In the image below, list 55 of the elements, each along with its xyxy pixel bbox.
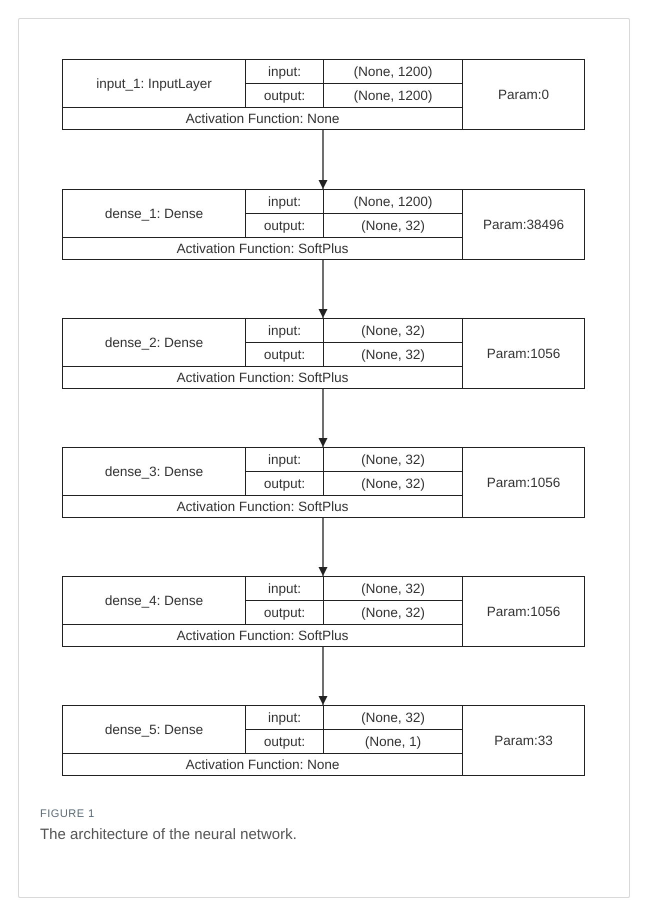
layer-name: input_1: InputLayer bbox=[63, 60, 246, 108]
layer-name: dense_4: Dense bbox=[63, 577, 246, 625]
arrow bbox=[318, 389, 328, 447]
field-label: input: bbox=[246, 60, 324, 84]
shape-value: (None, 32) bbox=[324, 343, 463, 367]
layer-box bbox=[62, 576, 585, 647]
field-label: input: bbox=[246, 319, 324, 343]
layer-box bbox=[62, 59, 585, 130]
layer-name: dense_5: Dense bbox=[63, 706, 246, 754]
arrow bbox=[318, 518, 328, 576]
activation-text: Activation Function: None bbox=[63, 754, 463, 775]
param-count: Param:1056 bbox=[486, 474, 562, 492]
param-count: Param:33 bbox=[493, 732, 554, 750]
shape-value: (None, 32) bbox=[324, 601, 463, 625]
param-count: Param:1056 bbox=[486, 345, 562, 363]
arrow bbox=[318, 647, 328, 705]
shape-value: (None, 1200) bbox=[324, 84, 463, 108]
field-label: output: bbox=[246, 84, 324, 108]
param-count: Param:1056 bbox=[486, 603, 562, 621]
arrow bbox=[318, 260, 328, 318]
shape-value: (None, 32) bbox=[324, 448, 463, 472]
field-label: output: bbox=[246, 730, 324, 754]
field-label: input: bbox=[246, 190, 324, 214]
layer-box bbox=[62, 705, 585, 776]
activation-text: Activation Function: SoftPlus bbox=[63, 238, 463, 259]
arrow bbox=[318, 130, 328, 189]
shape-value: (None, 1200) bbox=[324, 190, 463, 214]
field-label: output: bbox=[246, 472, 324, 496]
activation-text: Activation Function: SoftPlus bbox=[63, 367, 463, 388]
layer-name: dense_2: Dense bbox=[63, 319, 246, 367]
param-count: Param:0 bbox=[496, 86, 550, 104]
activation-text: Activation Function: SoftPlus bbox=[63, 496, 463, 517]
field-label: input: bbox=[246, 577, 324, 601]
field-label: output: bbox=[246, 343, 324, 367]
layer-box bbox=[62, 318, 585, 389]
activation-text: Activation Function: None bbox=[63, 108, 463, 129]
layer-box bbox=[62, 189, 585, 260]
shape-value: (None, 32) bbox=[324, 319, 463, 343]
field-label: output: bbox=[246, 214, 324, 238]
shape-value: (None, 32) bbox=[324, 577, 463, 601]
figure-number: FIGURE 1 bbox=[40, 808, 95, 820]
shape-value: (None, 32) bbox=[324, 706, 463, 730]
layer-name: dense_3: Dense bbox=[63, 448, 246, 496]
field-label: output: bbox=[246, 601, 324, 625]
shape-value: (None, 32) bbox=[324, 214, 463, 238]
caption: The architecture of the neural network. bbox=[40, 826, 297, 843]
field-label: input: bbox=[246, 706, 324, 730]
shape-value: (None, 1200) bbox=[324, 60, 463, 84]
activation-text: Activation Function: SoftPlus bbox=[63, 625, 463, 646]
param-count: Param:38496 bbox=[482, 216, 566, 234]
shape-value: (None, 32) bbox=[324, 472, 463, 496]
layer-box bbox=[62, 447, 585, 518]
field-label: input: bbox=[246, 448, 324, 472]
layer-name: dense_1: Dense bbox=[63, 190, 246, 238]
shape-value: (None, 1) bbox=[324, 730, 463, 754]
